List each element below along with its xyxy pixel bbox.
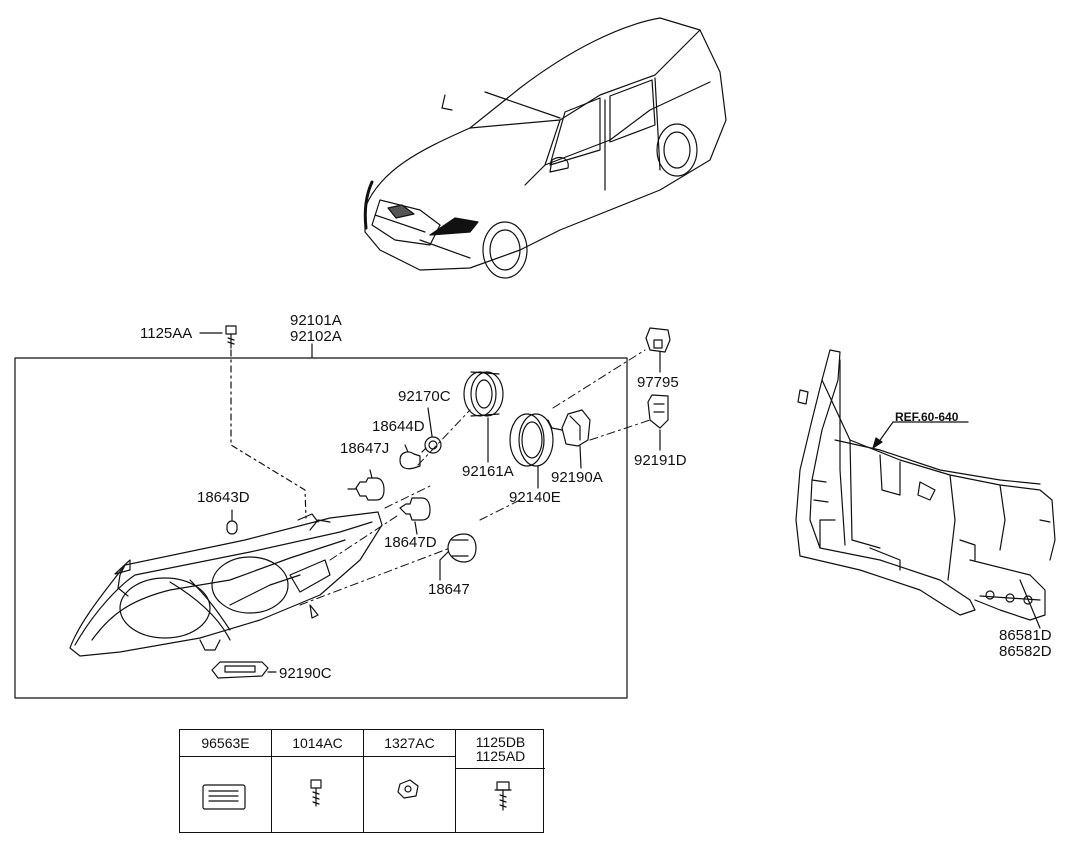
hardware-header: 96563E [180,730,271,757]
hardware-header: 1125DB 1125AD [456,730,545,769]
module-92190c [211,661,269,679]
hardware-icon-cell [364,757,455,832]
label-92102a: 92102A [290,328,342,345]
label-18643d: 18643D [197,489,250,506]
radiator-carrier [795,349,1056,621]
screw-icon [494,781,512,811]
hardware-header: 1327AC [364,730,455,757]
hardware-table: 96563E 1014AC 1327AC 1125DB 1125AD [179,729,545,833]
bolt-icon [310,779,322,807]
bolt-1125aa [199,325,237,349]
bulb-18647d [399,497,431,521]
hardware-icon-cell [272,757,363,832]
label-97795: 97795 [637,374,679,391]
label-92170c: 92170C [398,388,451,405]
label-92190a: 92190A [551,469,603,486]
actuator-92190a [547,409,591,447]
label-92140e: 92140E [509,489,561,506]
hardware-label: 1125DB [475,734,526,750]
hardware-column-1327ac: 1327AC [363,730,455,832]
label-86582d: 86582D [999,643,1052,660]
hardware-column-96563e: 96563E [180,730,271,832]
label-92191d: 92191D [634,452,687,469]
connector-97795 [645,327,671,353]
hardware-icon-cell [180,757,271,832]
assembly-frame [14,357,628,699]
label-reference: REF.60-640 [895,410,959,424]
label-1125aa: 1125AA [140,325,193,342]
label-18647d: 18647D [384,534,437,551]
bulb-18644d [399,451,421,470]
hardware-label-secondary: 1125AD [475,748,526,764]
dust-cap-92161a [463,371,504,417]
label-18647j: 18647J [340,440,390,457]
dust-cap-92140e [509,413,554,467]
label-92161a: 92161A [462,463,514,480]
label-18644d: 18644D [372,418,425,435]
label-92101a: 92101A [290,312,342,329]
hardware-icon-cell [456,769,545,832]
label-92190c: 92190C [279,665,332,682]
hardware-label: 1014AC [292,735,343,751]
bulb-18643d [226,520,238,535]
label-18647: 18647 [428,581,470,598]
hardware-header: 1014AC [272,730,363,757]
bulb-18647j [347,477,385,501]
car-illustration [363,17,727,279]
hardware-column-1014ac: 1014AC [271,730,363,832]
label-plate-icon [202,784,246,810]
hardware-label: 1327AC [384,735,435,751]
hardware-label: 96563E [201,735,250,751]
hardware-column-1125db: 1125DB 1125AD [455,730,545,832]
nut-icon [397,779,419,799]
bulb-18647 [439,533,477,581]
label-86581d: 86581D [999,627,1052,644]
bracket-92191d [647,394,669,429]
headlamp-housing [69,511,383,657]
